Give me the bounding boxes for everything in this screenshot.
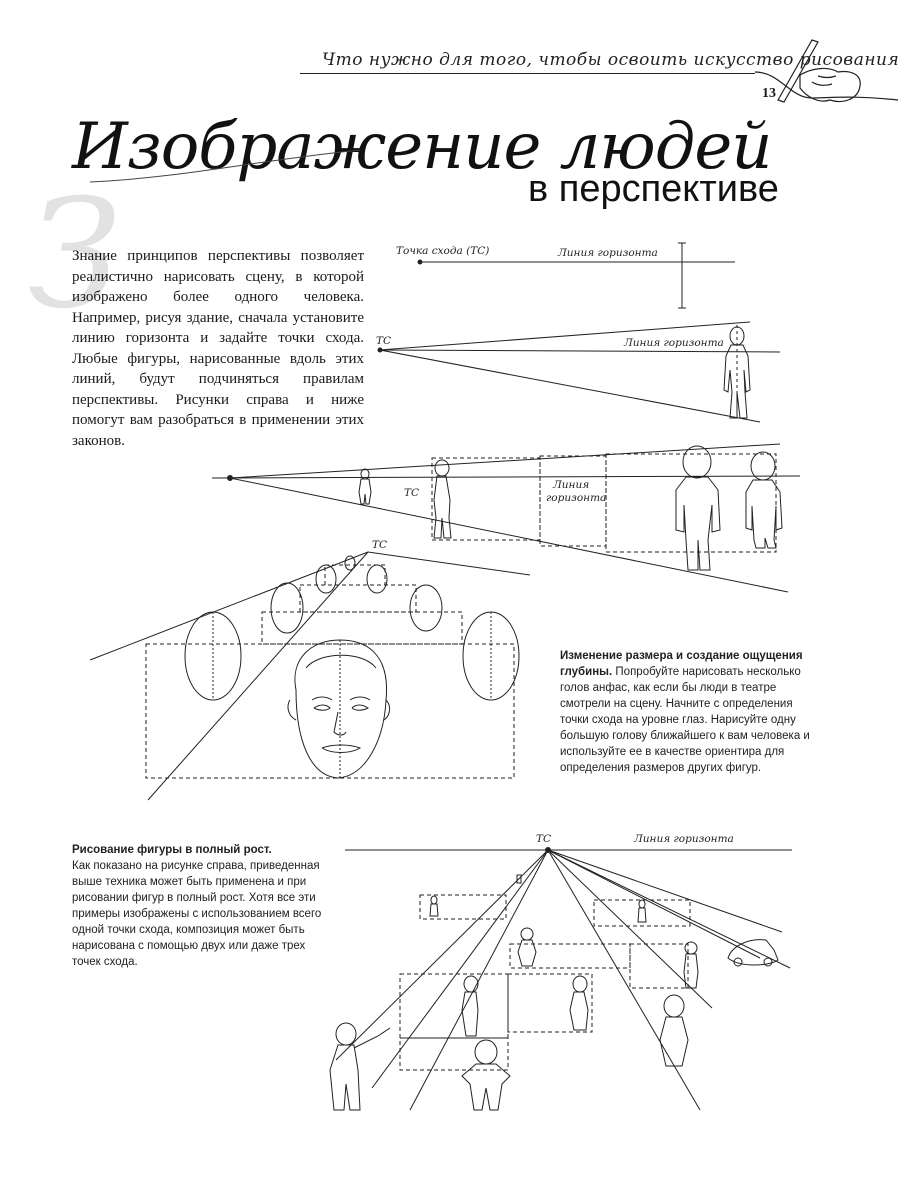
drop-cap: З [28,168,122,342]
page-title-sub: в перспективе [528,168,779,210]
header-rule [300,73,755,74]
label-tc-2: ТС [404,487,419,499]
caption-heads: Изменение размера и создание ощущения гл… [560,648,810,776]
diagram-full-figures [329,847,792,1111]
label-vanishing-point: Точка схода (ТС) [396,245,489,257]
caption-full-figure-heading: Рисование фигуры в полный рост. [72,844,272,856]
diagram-single-figure [377,321,781,423]
caption-heads-heading: Изменение размера и создание ощущения гл… [560,650,803,678]
diagram-heads [89,551,531,801]
page-title-script: Изображение людей [72,110,772,184]
label-horizon-3b: горизонта [546,492,606,504]
label-tc-3: ТС [372,539,387,551]
label-horizon-2: Линия горизонта [623,337,724,349]
label-tc-4: ТС [536,833,551,845]
intro-paragraph: Знание принципов перспективы позволяет р… [72,248,364,449]
diagram-row-figures [211,443,801,593]
caption-full-figure-body: Как показано на рисунке справа, приведен… [72,860,322,968]
label-tc-1: ТС [376,335,391,347]
label-horizon-3a: Линия [552,479,589,491]
diagram-horizon-vp [417,242,735,309]
caption-full-figure: Рисование фигуры в полный рост. Как пока… [72,842,327,970]
label-horizon-4: Линия горизонта [633,833,734,845]
chapter-title: Что нужно для того, чтобы освоить искусс… [322,50,900,70]
label-horizon-1: Линия горизонта [557,247,658,259]
caption-heads-body: Попробуйте нарисовать несколько голов ан… [560,666,810,774]
